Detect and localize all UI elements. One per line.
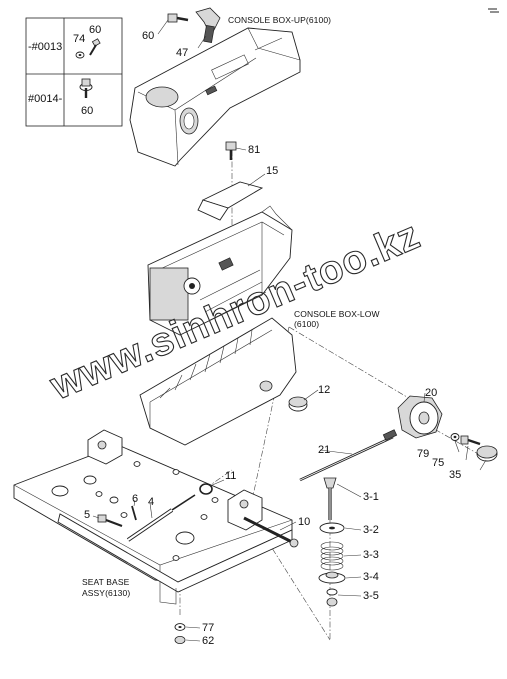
callout-81: 81 bbox=[248, 144, 260, 156]
washer-3-2 bbox=[319, 522, 345, 534]
caption-console-box-low: CONSOLE BOX-LOW bbox=[294, 309, 380, 319]
bolt-75-icon bbox=[460, 435, 481, 446]
caption-seat-base: SEAT BASE bbox=[82, 577, 130, 587]
callout-47: 47 bbox=[176, 47, 188, 59]
bolt-10 bbox=[243, 516, 299, 548]
callout-3-5: 3-5 bbox=[363, 590, 379, 602]
callout-79: 79 bbox=[417, 448, 429, 460]
cup-holder-icon bbox=[145, 86, 179, 108]
washer-74-icon bbox=[75, 51, 85, 59]
caption-console-box-low-num: (6100) bbox=[294, 319, 319, 329]
bolt-81-icon bbox=[225, 141, 237, 160]
callout-12: 12 bbox=[318, 384, 330, 396]
callout-3-1: 3-1 bbox=[363, 491, 379, 503]
callout-4: 4 bbox=[148, 496, 154, 508]
console-box-up bbox=[129, 27, 301, 167]
cap-35-icon bbox=[476, 445, 498, 462]
rod-21 bbox=[299, 429, 398, 482]
callout-21: 21 bbox=[318, 444, 330, 456]
gas-spring-4 bbox=[126, 494, 196, 542]
callout-leaders bbox=[92, 19, 487, 642]
bolt-60-icon bbox=[167, 13, 189, 23]
spring-3-3 bbox=[320, 541, 344, 571]
callout-6: 6 bbox=[132, 493, 138, 505]
washer-79-icon bbox=[450, 433, 460, 441]
callout-77: 77 bbox=[202, 622, 214, 634]
lever-knob-47 bbox=[195, 7, 221, 43]
console-box-low-frame bbox=[147, 205, 293, 336]
callout-20: 20 bbox=[425, 387, 437, 399]
bolt-60-small-icon bbox=[89, 38, 101, 56]
bolt-5 bbox=[97, 514, 123, 528]
callout-35: 35 bbox=[449, 469, 461, 481]
nut-62-icon bbox=[174, 636, 186, 645]
inset-callout-74: 74 bbox=[73, 33, 85, 45]
bolt-3-1 bbox=[323, 477, 337, 520]
inset-callout-60a: 60 bbox=[89, 24, 101, 36]
callout-75: 75 bbox=[432, 457, 444, 469]
callout-62: 62 bbox=[202, 635, 214, 647]
inset-serial-1: #0014- bbox=[28, 93, 63, 105]
bolt-60-washer-icon bbox=[79, 78, 93, 98]
corner-mark bbox=[488, 8, 499, 13]
washer-77-icon bbox=[174, 623, 186, 631]
pin-6 bbox=[131, 505, 137, 521]
callout-60: 60 bbox=[142, 30, 154, 42]
callout-3-2: 3-2 bbox=[363, 524, 379, 536]
callout-3-3: 3-3 bbox=[363, 549, 379, 561]
inset-callout-60b: 60 bbox=[81, 105, 93, 117]
seat-base-assy bbox=[13, 429, 293, 605]
cup-3-4 bbox=[318, 571, 346, 584]
caption-console-box-up: CONSOLE BOX-UP(6100) bbox=[228, 15, 331, 25]
bracket-15 bbox=[197, 181, 264, 221]
cap-12 bbox=[288, 396, 308, 412]
ring-11 bbox=[199, 483, 213, 495]
callout-5: 5 bbox=[84, 509, 90, 521]
callout-15: 15 bbox=[266, 165, 278, 177]
callout-11: 11 bbox=[225, 470, 236, 482]
callout-numbers: 60 47 81 15 12 20 21 79 75 35 11 6 4 5 1… bbox=[84, 30, 461, 647]
console-box-low-tray bbox=[139, 317, 297, 446]
callout-10: 10 bbox=[298, 516, 310, 528]
caption-seat-base-assy: ASSY(6130) bbox=[82, 588, 130, 598]
serial-inset-table: -#0013 #0014- 74 60 60 bbox=[25, 17, 123, 127]
adjust-knob-20 bbox=[397, 395, 443, 439]
nut-3-5 bbox=[326, 588, 338, 607]
callout-3-4: 3-4 bbox=[363, 571, 379, 583]
inset-serial-0: -#0013 bbox=[28, 41, 62, 53]
